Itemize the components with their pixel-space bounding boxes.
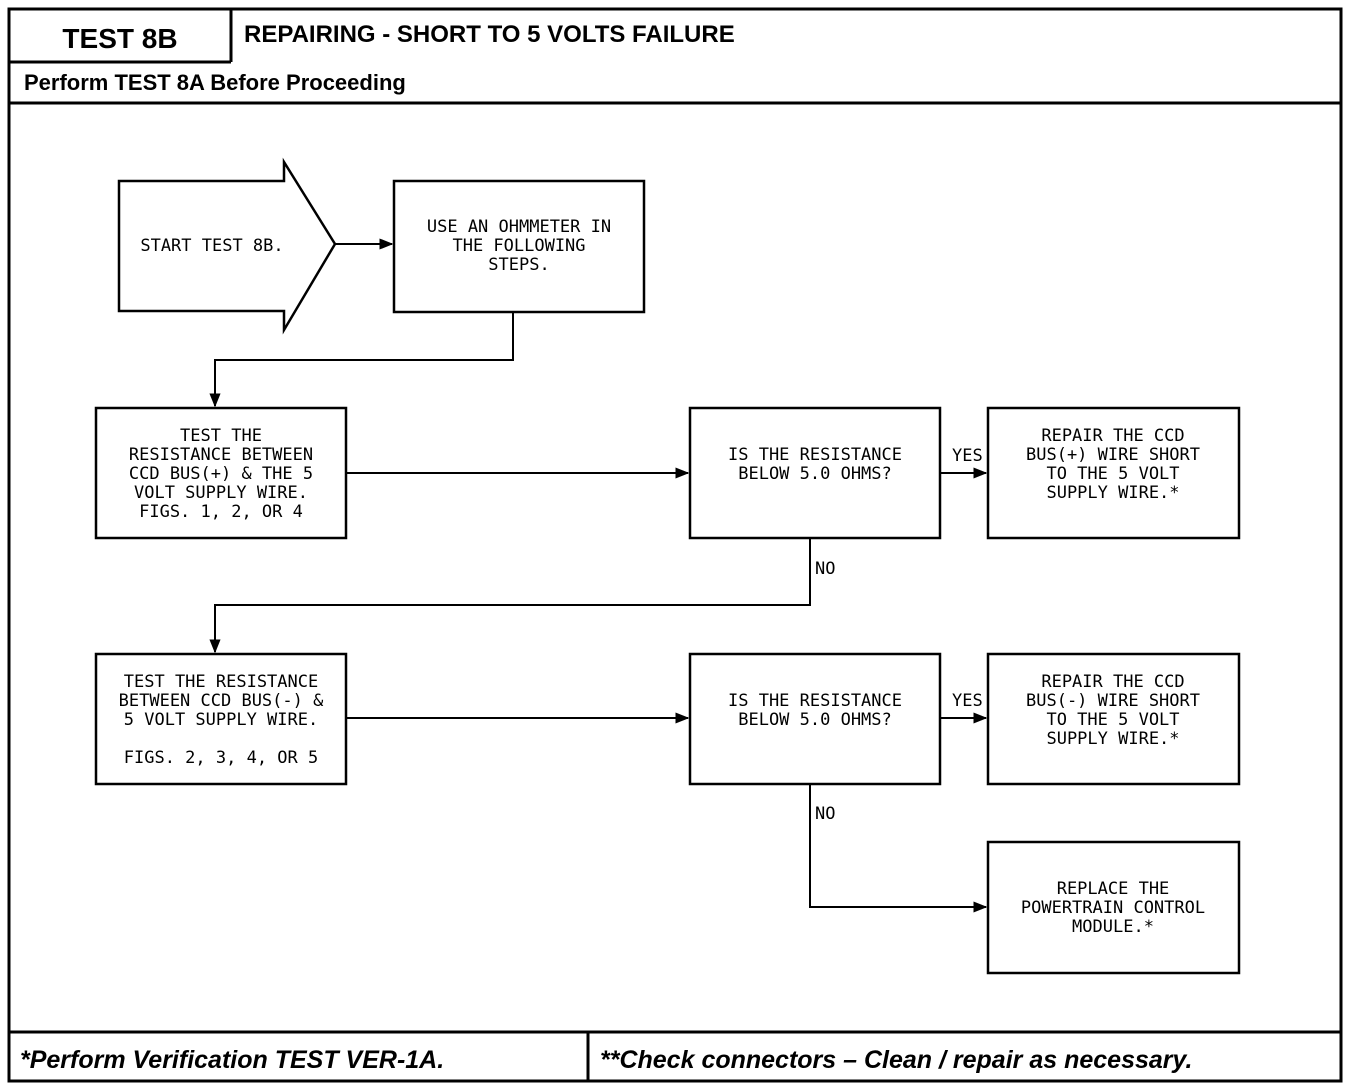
box-text-line: RESISTANCE BETWEEN <box>129 445 313 465</box>
box-text-line: BUS(-) WIRE SHORT <box>1026 691 1200 711</box>
box-text-line: TEST THE <box>180 426 262 446</box>
connector-ohmmeter-to-test-plus <box>209 313 514 408</box>
decision-2-box <box>688 652 942 786</box>
box-text-line: BELOW 5.0 OHMS? <box>738 464 892 484</box>
test-id: TEST 8B <box>62 23 177 54</box>
box-text-line: REPLACE THE <box>1057 879 1170 899</box>
connector-decision-1-no <box>209 538 811 654</box>
box-text-line: FIGS. 1, 2, OR 4 <box>139 502 303 522</box>
box-text-line: REPAIR THE CCD <box>1041 672 1184 692</box>
repair-bus-plus-box <box>986 406 1241 540</box>
box-text-line: TO THE 5 VOLT <box>1046 464 1179 484</box>
box-text-line: FIGS. 2, 3, 4, OR 5 <box>124 748 318 768</box>
repair-bus-minus-box <box>986 652 1241 786</box>
box-text-line: USE AN OHMMETER IN <box>427 217 611 237</box>
box-text-line: BELOW 5.0 OHMS? <box>738 710 892 730</box>
box-text-line: TEST THE RESISTANCE <box>124 672 318 692</box>
decision-2-yes-label: YES <box>952 691 983 711</box>
replace-pcm-box <box>986 840 1241 975</box>
box-text-line: IS THE RESISTANCE <box>728 691 902 711</box>
test-bus-minus-box <box>94 652 348 786</box>
footer-left-note: *Perform Verification TEST VER-1A. <box>20 1046 444 1074</box>
box-text-line: REPAIR THE CCD <box>1041 426 1184 446</box>
ohmmeter-step-box <box>392 179 646 314</box>
page-frame <box>7 7 1343 1083</box>
box-text-line: THE FOLLOWING <box>452 236 585 256</box>
box-text-line: BETWEEN CCD BUS(-) & <box>119 691 324 711</box>
start-text: START TEST 8B. <box>140 236 283 256</box>
box-text-line: POWERTRAIN CONTROL <box>1021 898 1205 918</box>
footer-right-note: **Check connectors – Clean / repair as n… <box>600 1046 1192 1074</box>
decision-1-box <box>688 406 942 540</box>
box-text-line: VOLT SUPPLY WIRE. <box>134 483 308 503</box>
box-text-line: 5 VOLT SUPPLY WIRE. <box>124 710 318 730</box>
box-text-line: IS THE RESISTANCE <box>728 445 902 465</box>
page-title: REPAIRING - SHORT TO 5 VOLTS FAILURE <box>244 21 735 48</box>
box-text-line: TO THE 5 VOLT <box>1046 710 1179 730</box>
box-text-line: SUPPLY WIRE.* <box>1046 729 1179 749</box>
decision-2-no-label: NO <box>815 804 835 824</box>
box-text-line: STEPS. <box>488 255 549 275</box>
box-text-line: CCD BUS(+) & THE 5 <box>129 464 313 484</box>
start-arrow-shape <box>117 157 337 335</box>
precondition-text: Perform TEST 8A Before Proceeding <box>24 70 406 95</box>
decision-1-yes-label: YES <box>952 446 983 466</box>
decision-1-no-label: NO <box>815 559 835 579</box>
test-bus-plus-box <box>94 406 348 540</box>
connector-decision-2-no <box>809 784 988 913</box>
box-text-line: BUS(+) WIRE SHORT <box>1026 445 1200 465</box>
box-text-line: SUPPLY WIRE.* <box>1046 483 1179 503</box>
box-text-line: START TEST 8B. <box>140 236 283 256</box>
box-text-line: MODULE.* <box>1072 917 1154 937</box>
